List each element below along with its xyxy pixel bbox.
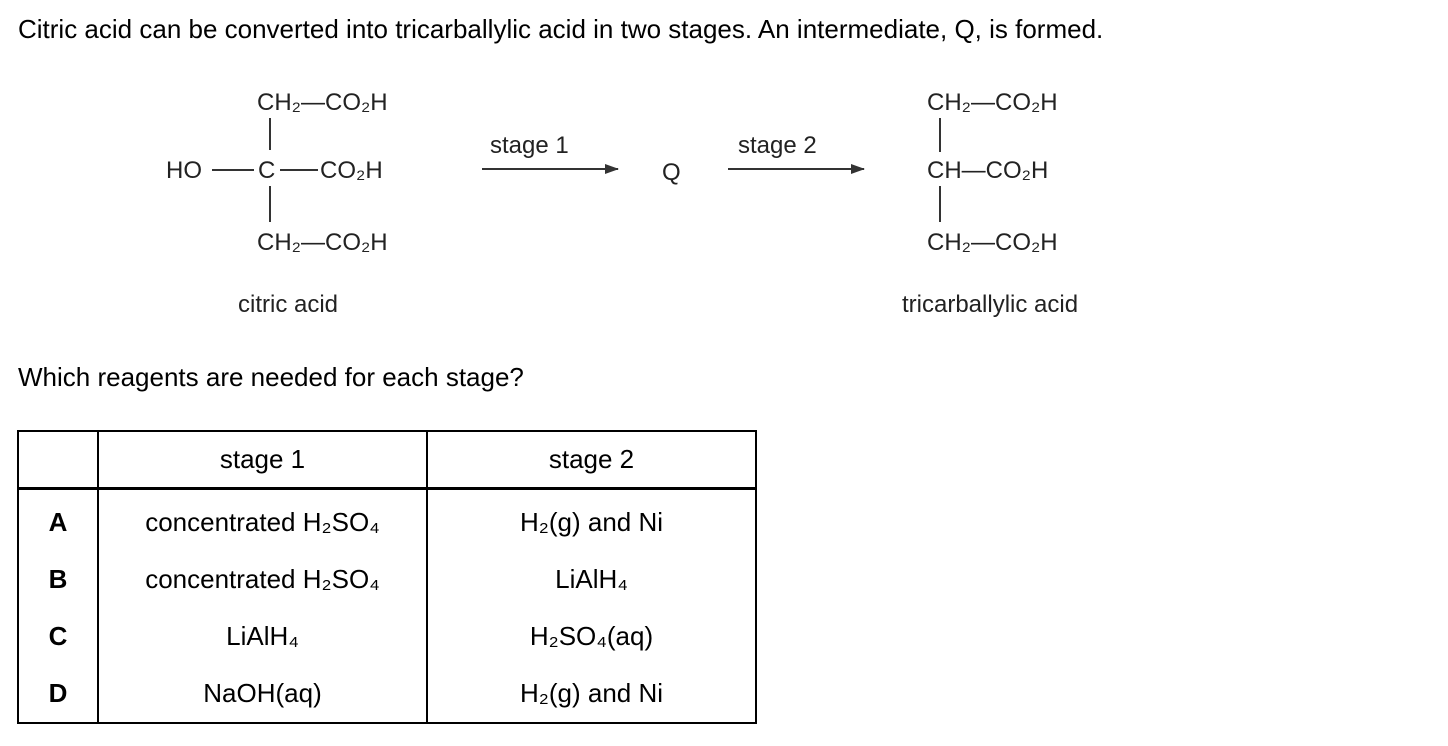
stage-1-label: stage 1 [490,132,569,159]
citric-bottom-group: CH₂—CO₂H [257,229,388,256]
tricarballylic-acid-label: tricarballylic acid [902,291,1078,318]
answer-options-table: stage 1 stage 2 A concentrated H₂SO₄ H₂(… [17,430,757,724]
intermediate-q: Q [662,159,681,186]
option-row-b[interactable]: B concentrated H₂SO₄ LiAlH₄ [18,551,756,608]
stage-2-reagent: LiAlH₄ [555,564,628,594]
stage-2-reagent: H₂(g) and Ni [519,678,664,708]
tricarballylic-acid-structure: CH₂—CO₂H CH—CO₂H CH₂—CO₂H tricarballylic… [902,89,1078,318]
option-row-a[interactable]: A concentrated H₂SO₄ H₂(g) and Ni [18,488,756,551]
header-option [18,431,99,490]
tricarballylic-top-group: CH₂—CO₂H [927,89,1058,116]
stage-1-reagent: concentrated H₂SO₄ [98,488,428,551]
question-prompt: Which reagents are needed for each stage… [18,362,524,392]
citric-acid-label: citric acid [238,291,338,318]
stage-1-reagent: NaOH(aq) [98,665,428,723]
citric-central-carbon: C [258,157,275,184]
reaction-scheme: CH₂—CO₂H HO C CO₂H CH₂—CO₂H citric acid … [166,89,1078,318]
option-row-c[interactable]: C LiAlH₄ H₂SO₄(aq) [18,608,756,665]
citric-hydroxyl: HO [166,157,202,184]
tricarballylic-middle-group: CH—CO₂H [927,157,1048,184]
stage-1-reagent: concentrated H₂SO₄ [98,551,428,608]
stage-2-reagent: H₂SO₄(aq) [529,621,654,651]
option-key[interactable]: D [18,665,99,723]
stage-2-reagent: H₂(g) and Ni [519,507,664,537]
citric-acid-structure: CH₂—CO₂H HO C CO₂H CH₂—CO₂H citric acid [166,89,388,318]
option-key[interactable]: C [18,608,99,665]
table-header-row: stage 1 stage 2 [18,431,756,490]
question-intro: Citric acid can be converted into tricar… [18,14,1104,44]
citric-right-group: CO₂H [320,157,383,184]
stage-1-reagent: LiAlH₄ [98,608,428,665]
stage-2-label: stage 2 [738,132,817,159]
option-key[interactable]: A [18,488,99,551]
tricarballylic-bottom-group: CH₂—CO₂H [927,229,1058,256]
option-row-d[interactable]: D NaOH(aq) H₂(g) and Ni [18,665,756,723]
header-stage-2: stage 2 [427,431,756,490]
option-key[interactable]: B [18,551,99,608]
header-stage-1: stage 1 [98,431,428,490]
citric-top-group: CH₂—CO₂H [257,89,388,116]
